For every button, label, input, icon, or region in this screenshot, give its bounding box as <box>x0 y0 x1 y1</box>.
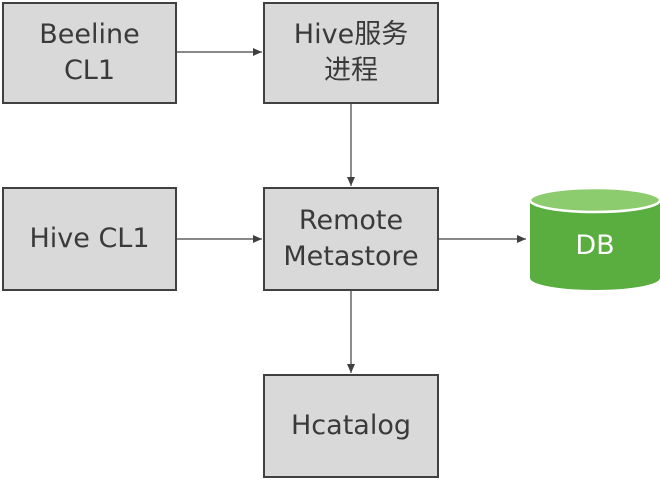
hive-cl1-node: Hive CL1 <box>2 187 177 291</box>
remote-metastore-node: Remote Metastore <box>263 187 439 291</box>
hcatalog-label: Hcatalog <box>291 410 411 441</box>
remote-metastore-line2: Metastore <box>283 241 419 272</box>
database-cylinder <box>528 186 660 290</box>
db-label: DB <box>575 229 615 261</box>
remote-metastore-line1: Remote <box>298 205 404 236</box>
hcatalog-node: Hcatalog <box>263 374 439 478</box>
beeline-line2: CL1 <box>63 55 116 86</box>
beeline-cl1-node: Beeline CL1 <box>2 2 177 104</box>
hive-service-node: Hive服务 进程 <box>263 2 439 104</box>
hive-service-line1: Hive服务 <box>293 19 409 50</box>
beeline-line1: Beeline <box>39 19 140 50</box>
hive-cl1-label: Hive CL1 <box>29 223 150 254</box>
hive-service-line2: 进程 <box>324 55 378 86</box>
